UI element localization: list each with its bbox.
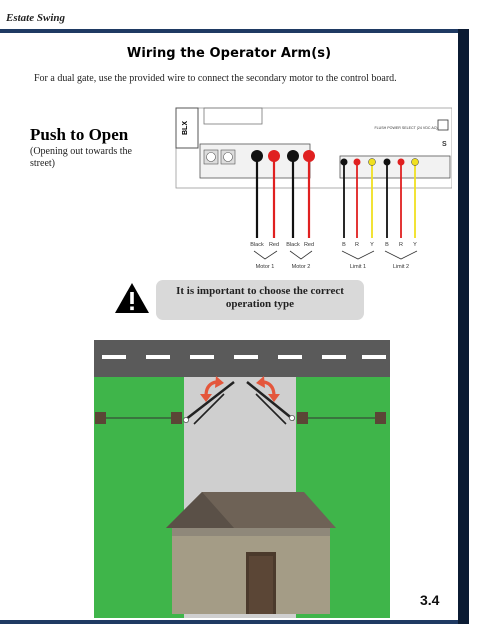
page-number: 3.4: [420, 592, 440, 608]
limit-2-wires: [383, 158, 419, 238]
board-switch: [437, 119, 449, 131]
open-arrow-left: [200, 376, 224, 402]
limit-1-wires: [340, 158, 376, 238]
wire-label-limit1-b: B: [342, 242, 346, 248]
motor-2-bracket: [289, 250, 313, 260]
gate-scene: [94, 340, 390, 618]
grass-left: [94, 377, 184, 618]
group-label-motor-2: Motor 2: [292, 264, 311, 270]
board-label-s: S: [442, 141, 447, 148]
gate-right: [246, 381, 295, 425]
warning-line-1: It is important to choose the correct: [176, 285, 344, 297]
wire-label-limit1-y: Y: [370, 242, 374, 248]
road-center-line: [102, 355, 386, 359]
open-arrow-right: [256, 376, 280, 402]
warning-icon: [115, 283, 149, 313]
warning-text: It is important to choose the correct op…: [156, 285, 364, 311]
wire-label-motor2-black: Black: [286, 242, 300, 248]
motor-1-wires: [251, 150, 280, 238]
footer-rule: [0, 620, 458, 624]
header-rule: [0, 29, 458, 33]
wire-label-motor2-red: Red: [304, 242, 314, 248]
motor-1-bracket: [253, 250, 278, 260]
section-title: Push to Open: [30, 125, 129, 144]
group-label-limit-1: Limit 1: [350, 264, 366, 270]
fence-left: [95, 412, 182, 424]
board-label-blx: BLX: [182, 121, 189, 135]
group-label-motor-1: Motor 1: [256, 264, 275, 270]
right-edge-bar: [458, 29, 469, 624]
group-label-limit-2: Limit 2: [393, 264, 409, 270]
board-header: [203, 107, 263, 125]
house-icon: [166, 492, 336, 614]
wiring-diagram: BLX FLUSH POWER SELECT (24 VDC AC) S: [175, 107, 452, 270]
intro-text: For a dual gate, use the provided wire t…: [34, 73, 397, 84]
fence-right: [297, 412, 386, 424]
wire-label-motor1-red: Red: [269, 242, 279, 248]
limit-terminal-block: [339, 155, 451, 179]
limit-2-bracket: [384, 250, 418, 260]
page-title: Wiring the Operator Arm(s): [126, 46, 332, 61]
board-chip: [175, 107, 199, 149]
wire-label-limit1-r: R: [355, 242, 359, 248]
wire-label-limit2-y: Y: [413, 242, 417, 248]
warning-box: [156, 280, 364, 320]
gate-left: [183, 381, 235, 425]
motor-2-wires: [287, 150, 315, 238]
header-brand: Estate Swing: [6, 12, 65, 24]
wire-label-motor1-black: Black: [250, 242, 264, 248]
section-subtitle: (Opening out towards the street): [30, 146, 132, 169]
warning-line-2: operation type: [225, 298, 295, 310]
wire-label-limit2-b: B: [385, 242, 389, 248]
wire-label-limit2-r: R: [399, 242, 403, 248]
board-power-label: FLUSH POWER SELECT (24 VDC AC): [374, 126, 437, 130]
limit-1-bracket: [341, 250, 375, 260]
